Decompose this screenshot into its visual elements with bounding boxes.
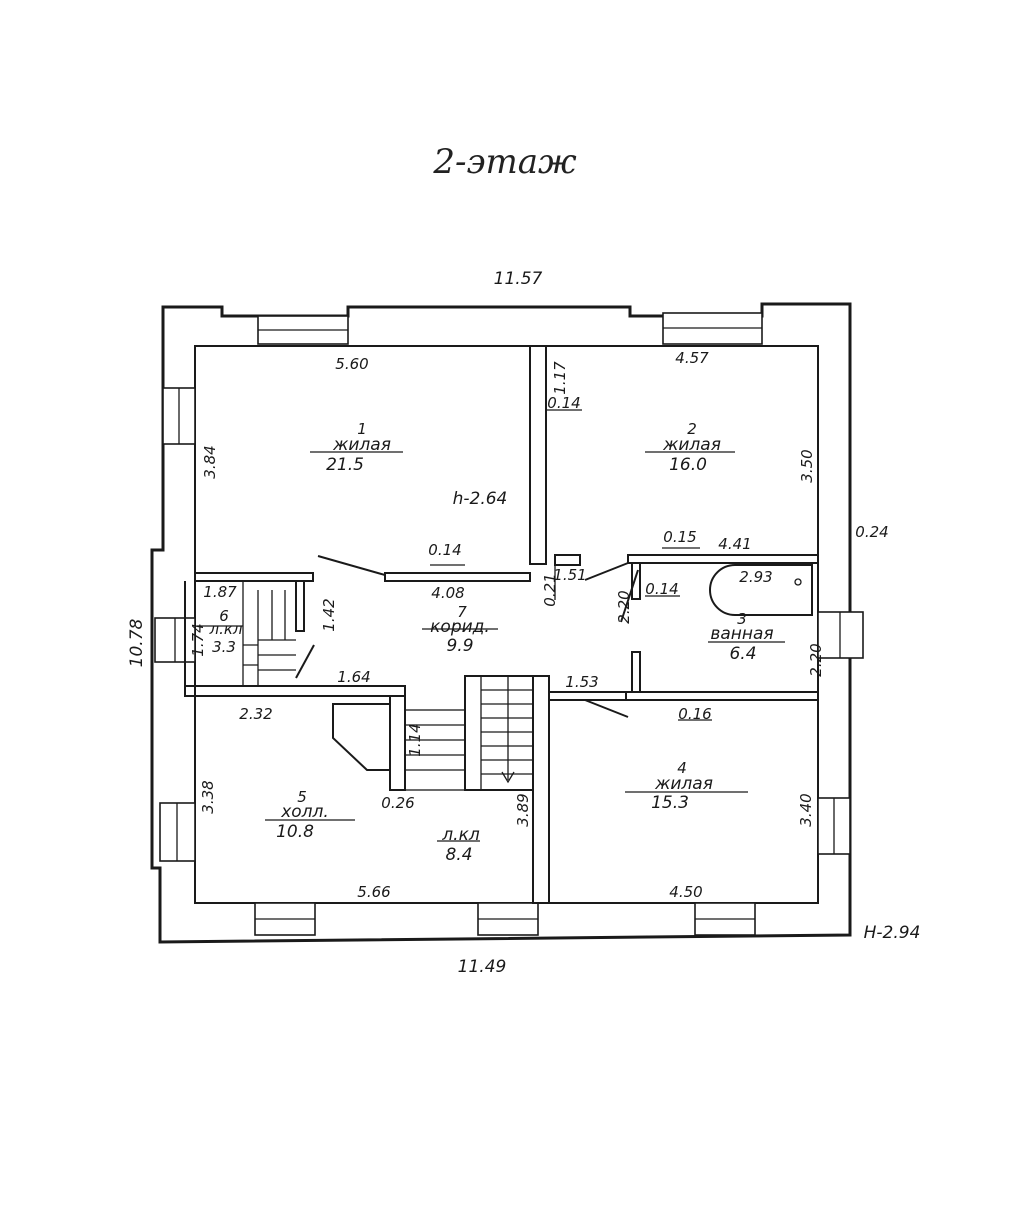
room-6: 6 л.кл 3.3 [208, 607, 242, 656]
svg-text:1.51: 1.51 [553, 566, 586, 584]
dim-bottom-width: 11.49 [458, 957, 507, 977]
central-stair [404, 675, 534, 791]
svg-text:1.42: 1.42 [320, 598, 338, 631]
room-4: 4 жилая 15.3 [651, 759, 713, 813]
svg-text:7: 7 [457, 603, 467, 621]
svg-text:1.87: 1.87 [203, 583, 237, 601]
dim-top-width: 11.57 [494, 269, 543, 289]
svg-text:3.40: 3.40 [797, 793, 815, 826]
svg-text:1.53: 1.53 [565, 673, 598, 691]
room-2: 2 жилая 16.0 [662, 420, 721, 475]
svg-text:2.93: 2.93 [739, 568, 772, 586]
svg-text:3.89: 3.89 [514, 793, 532, 826]
svg-text:0.14: 0.14 [547, 394, 580, 412]
svg-text:1.74: 1.74 [189, 623, 207, 656]
svg-text:2.20: 2.20 [615, 590, 633, 623]
svg-text:жилая: жилая [654, 774, 713, 794]
svg-text:2.32: 2.32 [239, 705, 272, 723]
svg-text:0.14: 0.14 [645, 580, 678, 598]
floor-title: 2-этаж [432, 142, 577, 182]
svg-text:3.50: 3.50 [798, 449, 816, 482]
svg-text:15.3: 15.3 [651, 793, 689, 813]
svg-text:холл.: холл. [280, 802, 329, 822]
dimensions: 11.57 11.49 10.78 H-2.94 h-2.64 0.24 5.6… [127, 269, 920, 977]
svg-text:4: 4 [677, 759, 687, 777]
svg-text:5.66: 5.66 [357, 883, 390, 901]
svg-text:4.57: 4.57 [675, 349, 709, 367]
stair-6 [242, 581, 296, 686]
svg-text:жилая: жилая [662, 435, 721, 455]
svg-text:21.5: 21.5 [326, 455, 364, 475]
svg-text:4.50: 4.50 [669, 883, 702, 901]
dim-left-height: 10.78 [127, 618, 147, 667]
svg-text:4.41: 4.41 [718, 535, 751, 553]
svg-text:1.17: 1.17 [551, 361, 569, 395]
svg-text:1: 1 [357, 420, 367, 438]
svg-text:жилая: жилая [332, 435, 391, 455]
svg-text:0.21: 0.21 [541, 573, 559, 606]
room-3: 3 ванная 6.4 [710, 610, 773, 664]
svg-text:0.14: 0.14 [428, 541, 461, 559]
svg-text:1.64: 1.64 [337, 668, 370, 686]
wall-thickness: 0.24 [855, 523, 888, 541]
svg-text:л.кл: л.кл [441, 825, 480, 845]
interior-walls [184, 345, 819, 904]
svg-text:л.кл: л.кл [208, 620, 242, 638]
room-5: 5 холл. 10.8 [276, 788, 329, 842]
svg-text:9.9: 9.9 [446, 636, 473, 656]
svg-text:5: 5 [297, 788, 307, 806]
svg-text:3.84: 3.84 [201, 445, 219, 478]
svg-text:16.0: 16.0 [669, 455, 707, 475]
svg-text:10.8: 10.8 [276, 822, 314, 842]
svg-text:1.14: 1.14 [406, 723, 424, 756]
svg-text:3: 3 [737, 610, 747, 628]
svg-text:0.26: 0.26 [381, 794, 414, 812]
outer-walls [150, 302, 864, 944]
height-mark: H-2.94 [864, 923, 921, 943]
room-stair: л.кл 8.4 [441, 825, 480, 865]
room-1: 1 жилая 21.5 [326, 420, 391, 475]
svg-text:ванная: ванная [710, 624, 773, 644]
svg-text:5.60: 5.60 [335, 355, 368, 373]
svg-text:6.4: 6.4 [729, 644, 756, 664]
svg-text:0.15: 0.15 [663, 528, 696, 546]
svg-text:2.20: 2.20 [807, 643, 825, 676]
room-7: 7 корид. 9.9 [430, 603, 490, 656]
svg-text:2: 2 [687, 420, 697, 438]
bathtub [709, 564, 813, 616]
svg-text:4.08: 4.08 [431, 584, 464, 602]
ceiling-height: h-2.64 [453, 489, 508, 509]
svg-text:корид.: корид. [430, 617, 490, 637]
doors [295, 555, 639, 718]
svg-text:3.38: 3.38 [199, 780, 217, 813]
svg-text:3.3: 3.3 [212, 638, 236, 656]
svg-text:6: 6 [219, 607, 229, 625]
svg-text:8.4: 8.4 [445, 845, 472, 865]
svg-text:0.16: 0.16 [678, 705, 711, 723]
